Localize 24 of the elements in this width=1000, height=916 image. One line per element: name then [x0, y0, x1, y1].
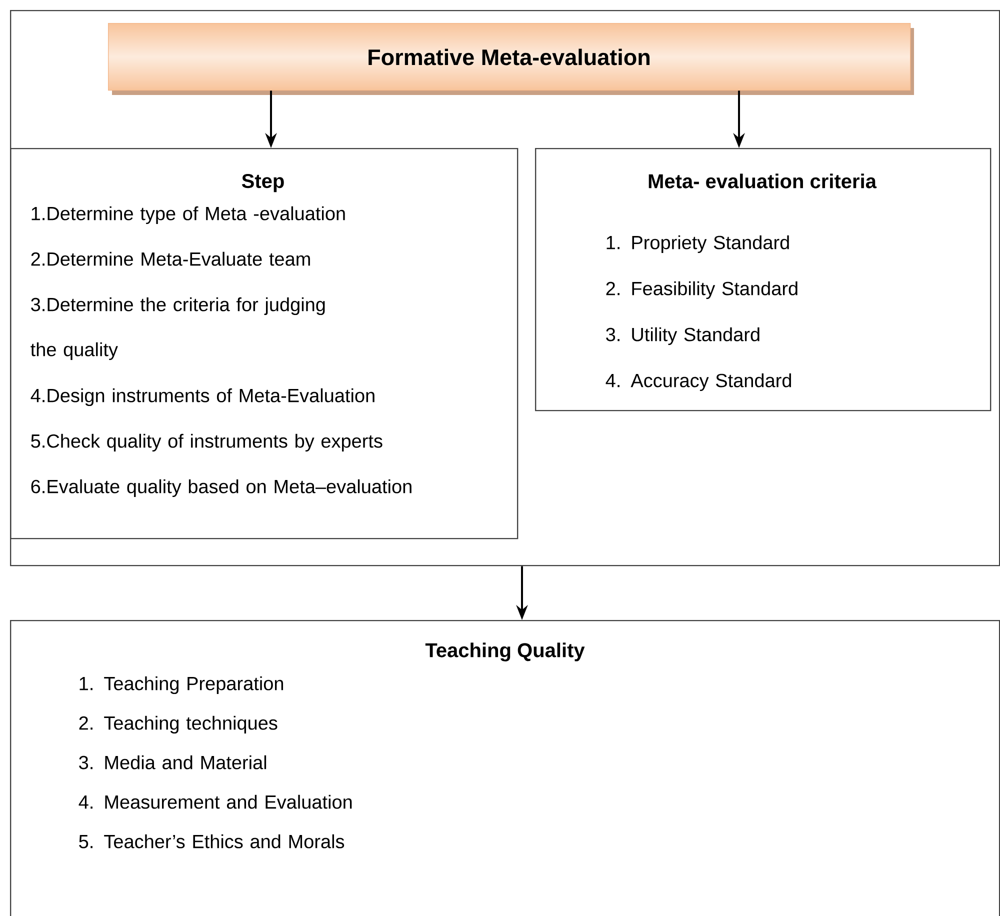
list-item: 4. Measurement and Evaluation	[78, 794, 352, 809]
list-item: 4.Design instruments of Meta-Evaluation	[30, 388, 374, 406]
list-item: 5.Check quality of instruments by experts	[31, 434, 382, 452]
list-item: 3.Determine the criteria for judging the quality	[30, 297, 325, 360]
list-item: 1. Propriety Standard	[606, 235, 789, 254]
list-item: 2. Feasibility Standard	[606, 281, 798, 300]
list-item: 5. Teacher’s Ethics and Morals	[79, 834, 344, 848]
title-banner	[108, 23, 914, 95]
list-item: 1. Teaching Preparation	[80, 676, 284, 694]
list-item: 3. Utility Standard	[606, 327, 760, 346]
frame-box	[10, 10, 1000, 566]
step-box	[10, 148, 518, 540]
list-item: 1.Determine type of Meta -evaluation	[32, 206, 345, 224]
box-heading: Teaching Quality	[425, 642, 585, 662]
quality-box	[10, 620, 1000, 916]
list-item: 2. Teaching techniques	[79, 716, 278, 734]
box-heading: Meta- evaluation criteria	[648, 174, 877, 188]
list-item: 4. Accuracy Standard	[606, 373, 792, 392]
list-item: 3. Media and Material	[79, 755, 266, 770]
criteria-box	[535, 148, 992, 412]
list-item: 2.Determine Meta-Evaluate team	[31, 252, 310, 266]
list-item: 6.Evaluate quality based on Meta–evaluation	[31, 479, 412, 498]
box-heading: Formative Meta-evaluation	[368, 48, 650, 66]
box-heading: Step	[242, 174, 284, 192]
